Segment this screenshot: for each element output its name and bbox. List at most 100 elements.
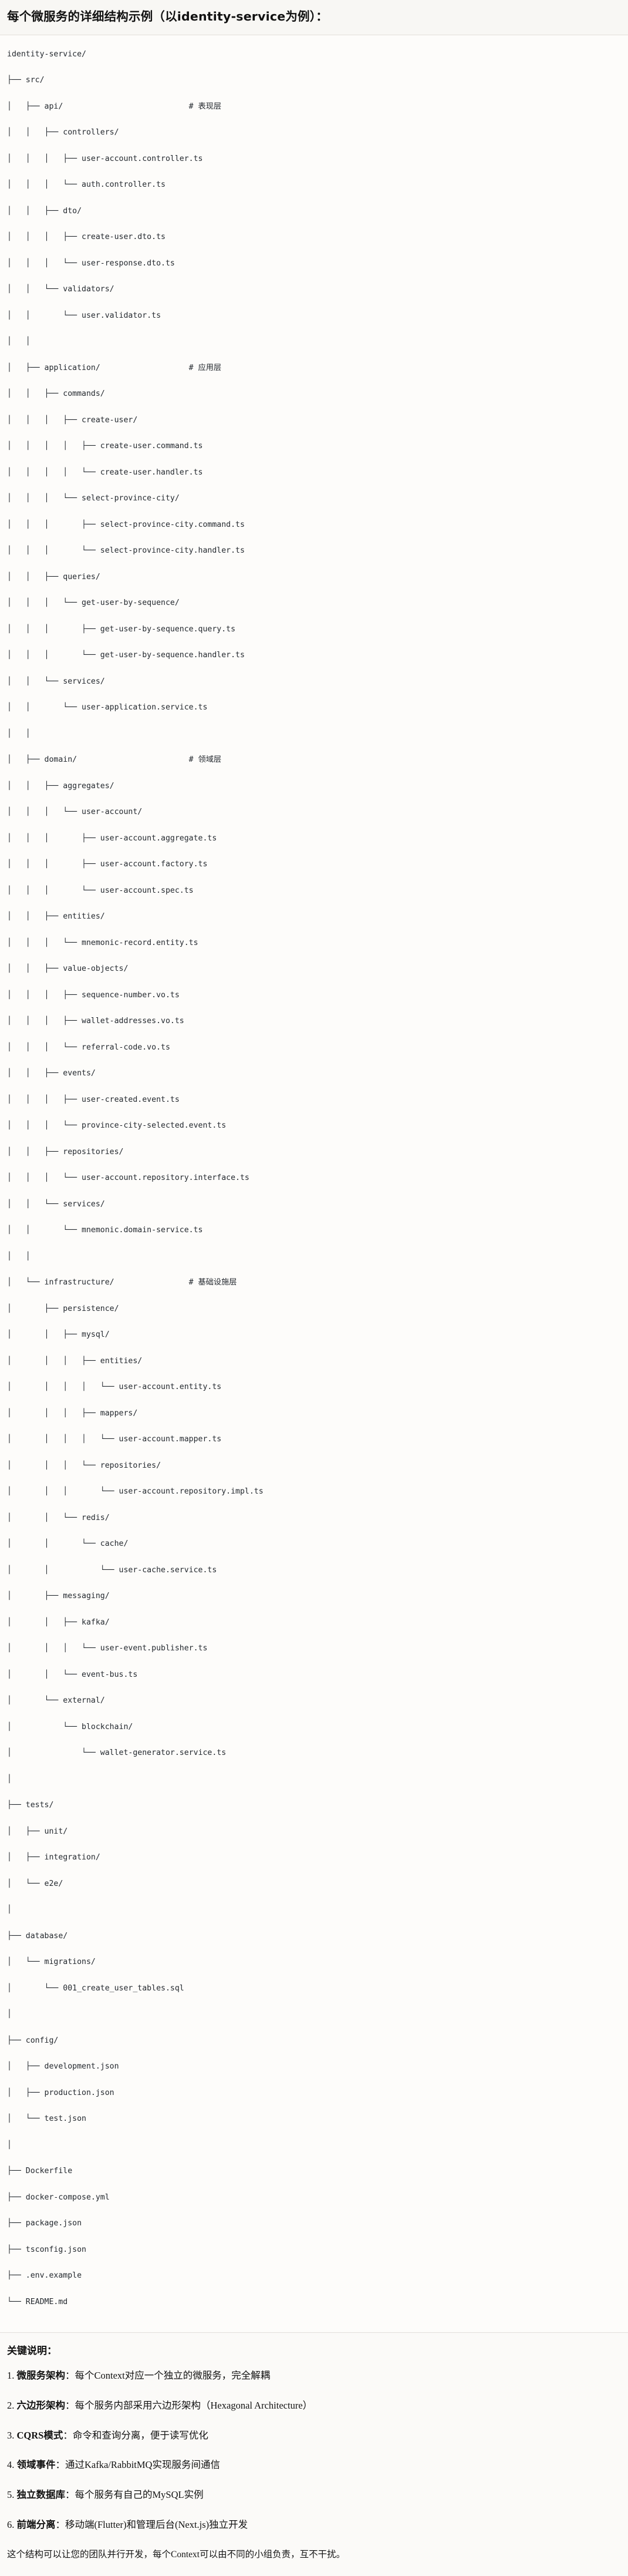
- tree-line: │ │ └── cache/: [7, 1539, 129, 1549]
- document-header: 每个微服务的详细结构示例（以identity-service为例）：: [0, 0, 628, 35]
- tree-line: │ │ └── validators/: [7, 285, 114, 294]
- tree-line: │ │ │ ├── user-account.aggregate.ts: [7, 833, 217, 843]
- tree-line: │ │ ├── mysql/: [7, 1330, 110, 1340]
- tree-line: │ │ │ ├── user-account.controller.ts: [7, 154, 203, 163]
- tree-line: │ │ │ └── select-province-city.handler.t…: [7, 546, 245, 556]
- tree-line: │ ├── development.json: [7, 2062, 119, 2071]
- key-point-label: 六边形架构: [16, 2399, 66, 2411]
- tree-line: │ │ │ ├── create-user/: [7, 415, 138, 425]
- key-point-item: 2. 六边形架构：每个服务内部采用六边形架构（Hexagonal Archite…: [7, 2399, 621, 2413]
- tree-line: │ │ └── user-application.service.ts: [7, 703, 208, 712]
- tree-line: ├── package.json: [7, 2219, 82, 2228]
- tree-line: │ └── 001_create_user_tables.sql: [7, 1983, 184, 1993]
- tree-line: │ │ │ └── user-account.repository.impl.t…: [7, 1487, 264, 1496]
- tree-line: │ │ │ └── auth.controller.ts: [7, 180, 166, 190]
- tree-line: │ └── infrastructure/ # 基础设施层: [7, 1278, 237, 1287]
- tree-line: │ └── external/: [7, 1696, 105, 1706]
- tree-line: │: [7, 1905, 12, 1915]
- key-point-label: 领域事件: [16, 2459, 56, 2471]
- tree-line: │ │ │ └── user-event.publisher.ts: [7, 1644, 208, 1653]
- key-point-label: CQRS模式: [16, 2429, 63, 2441]
- key-point-separator: ：: [63, 2429, 73, 2441]
- tree-line: └── README.md: [7, 2297, 68, 2306]
- tree-line: │ └── blockchain/: [7, 1722, 133, 1731]
- key-point-item: 5. 独立数据库：每个服务有自己的MySQL实例: [7, 2488, 621, 2503]
- tree-line: │ │ │ ├── entities/: [7, 1356, 143, 1366]
- tree-line: identity-service/: [7, 49, 86, 59]
- tree-line: │ │ │ └── select-province-city/: [7, 494, 180, 503]
- tree-line: │ │ ├── queries/: [7, 572, 100, 581]
- tree-line: ├── tsconfig.json: [7, 2245, 86, 2254]
- key-point-text: 移动端(Flutter)和管理后台(Next.js)独立开发: [65, 2518, 248, 2530]
- tree-line: │ │ ├── aggregates/: [7, 781, 114, 791]
- tree-line: │ │ └── user-cache.service.ts: [7, 1565, 217, 1575]
- tree-line: │ ├── api/ # 表现层: [7, 102, 222, 111]
- tree-line: │ ├── production.json: [7, 2088, 114, 2097]
- tree-line: │ │ │ ├── wallet-addresses.vo.ts: [7, 1017, 184, 1026]
- key-point-separator: ：: [65, 2489, 75, 2501]
- key-point-text: 通过Kafka/RabbitMQ实现服务间通信: [65, 2459, 220, 2471]
- tree-line: │ │ │ │ └── user-account.entity.ts: [7, 1383, 222, 1392]
- key-point-number: 1.: [7, 2370, 17, 2382]
- directory-tree-block: identity-service/ ├── src/ │ ├── api/ # …: [0, 35, 628, 2333]
- tree-line: │ │ ├── repositories/: [7, 1147, 124, 1156]
- tree-divider: [0, 2332, 628, 2333]
- key-points-title: 关键说明：: [7, 2345, 57, 2358]
- key-point-text: 命令和查询分离，便于读写优化: [72, 2429, 208, 2441]
- key-point-number: 6.: [7, 2518, 17, 2530]
- key-point-number: 2.: [7, 2399, 17, 2411]
- tree-line: │ ├── persistence/: [7, 1304, 119, 1313]
- tree-line: │ ├── application/ # 应用层: [7, 363, 222, 372]
- key-point-number: 3.: [7, 2429, 17, 2441]
- tree-line: │ │ ├── events/: [7, 1069, 96, 1078]
- tree-line: │ ├── unit/: [7, 1827, 68, 1836]
- tree-line: │ │: [7, 729, 31, 738]
- tree-line: ├── config/: [7, 2036, 59, 2045]
- tree-line: │ │ │ ├── user-account.factory.ts: [7, 860, 208, 869]
- tree-line: │ ├── domain/ # 领域层: [7, 755, 222, 765]
- tree-line: ├── Dockerfile: [7, 2167, 73, 2176]
- key-points-section: 关键说明： 1. 微服务架构：每个Context对应一个独立的微服务，完全解耦 2…: [0, 2333, 628, 2576]
- page-title: 每个微服务的详细结构示例（以identity-service为例）：: [7, 9, 328, 23]
- key-point-item: 4. 领域事件：通过Kafka/RabbitMQ实现服务间通信: [7, 2458, 621, 2473]
- tree-line: │ │ │ └── get-user-by-sequence.handler.t…: [7, 651, 245, 660]
- tree-line-comment: # 基础设施层: [188, 1278, 237, 1287]
- key-points-list: 1. 微服务架构：每个Context对应一个独立的微服务，完全解耦 2. 六边形架…: [7, 2369, 621, 2533]
- tree-line: │ │ │ │ └── user-account.mapper.ts: [7, 1435, 222, 1444]
- tree-line: ├── docker-compose.yml: [7, 2192, 110, 2202]
- tree-line: │: [7, 1774, 12, 1784]
- tree-line: │ │ │ └── user-account/: [7, 808, 143, 817]
- key-point-text: 每个服务内部采用六边形架构（Hexagonal Architecture）: [75, 2399, 313, 2411]
- key-point-separator: ：: [65, 2399, 75, 2411]
- tree-line: │ │ │ │ └── create-user.handler.ts: [7, 468, 203, 477]
- key-point-text: 每个服务有自己的MySQL实例: [75, 2489, 204, 2501]
- tree-line: │ │ └── mnemonic.domain-service.ts: [7, 1226, 203, 1235]
- tree-line: │ │ │ ├── mappers/: [7, 1408, 138, 1418]
- tree-line: │ │ │ └── get-user-by-sequence/: [7, 598, 180, 608]
- tree-line: │ │ ├── dto/: [7, 206, 82, 216]
- tree-line: │ │: [7, 337, 31, 347]
- tree-line: │ └── migrations/: [7, 1958, 96, 1967]
- tree-line: ├── .env.example: [7, 2271, 82, 2281]
- tree-line: │ │ │ └── mnemonic-record.entity.ts: [7, 938, 198, 947]
- tree-line-comment: # 表现层: [188, 102, 222, 111]
- key-point-item: 6. 前端分离：移动端(Flutter)和管理后台(Next.js)独立开发: [7, 2518, 621, 2533]
- directory-tree: identity-service/ ├── src/ │ ├── api/ # …: [7, 48, 621, 2322]
- tree-line: │ │ │ ├── user-created.event.ts: [7, 1095, 180, 1104]
- key-point-text: 每个Context对应一个独立的微服务，完全解耦: [75, 2370, 271, 2382]
- tree-line: │ │ │ └── user-response.dto.ts: [7, 258, 175, 268]
- key-point-number: 5.: [7, 2489, 17, 2501]
- key-point-separator: ：: [55, 2518, 66, 2530]
- key-point-item: 1. 微服务架构：每个Context对应一个独立的微服务，完全解耦: [7, 2369, 621, 2383]
- tree-line: │ │ │ └── repositories/: [7, 1461, 161, 1470]
- tree-line: │ │ │ └── province-city-selected.event.t…: [7, 1121, 227, 1131]
- key-point-separator: ：: [55, 2459, 66, 2471]
- tree-line: │ └── wallet-generator.service.ts: [7, 1748, 227, 1758]
- tree-line-comment: # 领域层: [188, 755, 222, 765]
- tree-line: │ │ │ └── user-account.repository.interf…: [7, 1173, 249, 1183]
- tree-line: ├── src/: [7, 76, 45, 85]
- closing-paragraph: 这个结构可以让您的团队并行开发，每个Context可以由不同的小组负责，互不干扰…: [7, 2549, 346, 2560]
- tree-line-comment: # 应用层: [188, 363, 222, 372]
- tree-line: ├── database/: [7, 1931, 68, 1941]
